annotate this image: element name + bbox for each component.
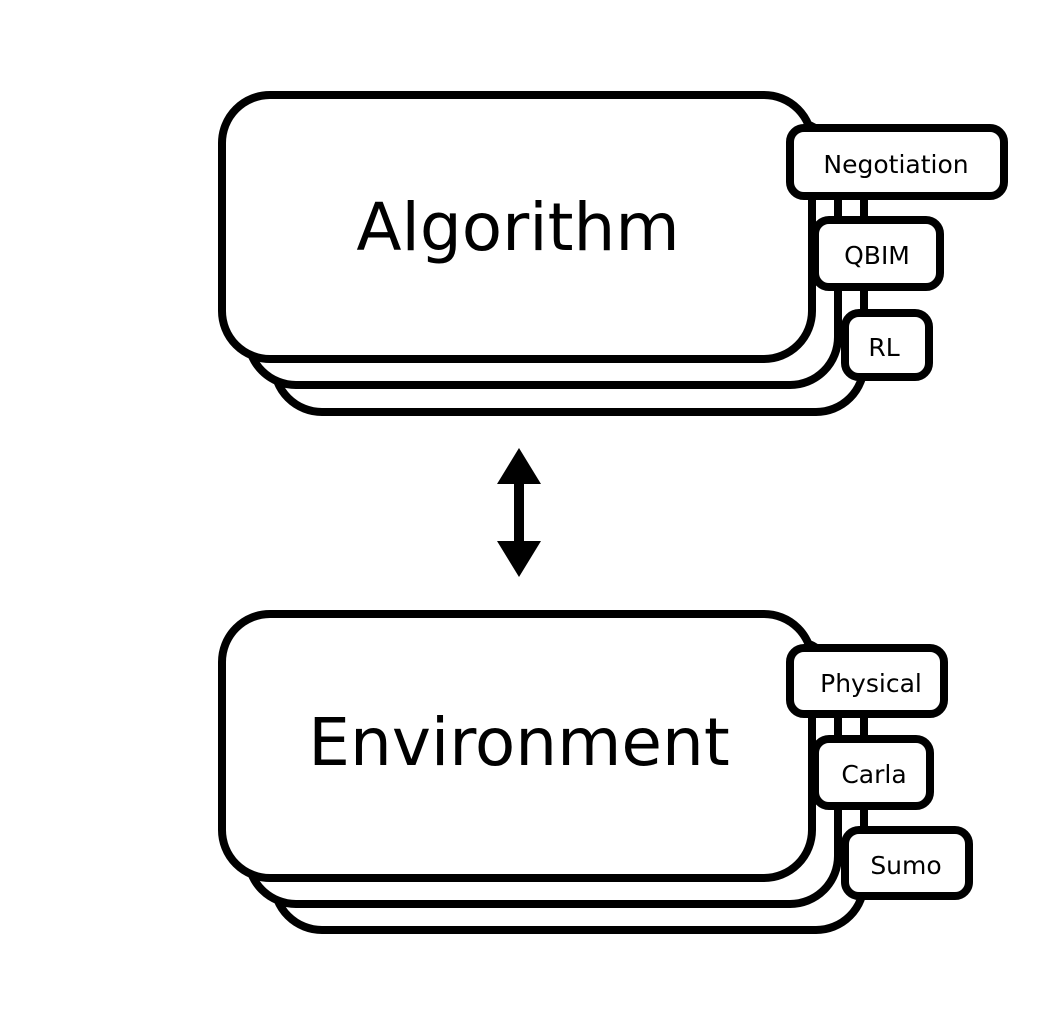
environment-tab-sumo-label: Sumo xyxy=(870,851,941,880)
environment-group: Sumo Carla Physical Environment xyxy=(218,610,973,934)
environment-card-front xyxy=(218,610,816,882)
bidirectional-arrow-icon xyxy=(497,448,541,577)
environment-title: Environment xyxy=(308,704,729,781)
algorithm-title: Algorithm xyxy=(356,189,679,266)
algorithm-tab-rl[interactable] xyxy=(841,309,933,381)
algorithm-tab-negotiation[interactable] xyxy=(786,124,1008,200)
algorithm-tab-rl-label: RL xyxy=(868,333,899,362)
algorithm-tab-qbim-label: QBIM xyxy=(844,241,910,270)
algorithm-tab-negotiation-label: Negotiation xyxy=(823,150,968,179)
environment-tab-physical[interactable] xyxy=(786,644,948,718)
algorithm-group: RL QBIM Negotiation Algorithm xyxy=(218,91,1008,416)
environment-tab-sumo[interactable] xyxy=(841,826,973,900)
environment-tab-physical-label: Physical xyxy=(820,669,922,698)
environment-tab-carla-label: Carla xyxy=(841,760,906,789)
algorithm-card-front xyxy=(218,91,816,363)
